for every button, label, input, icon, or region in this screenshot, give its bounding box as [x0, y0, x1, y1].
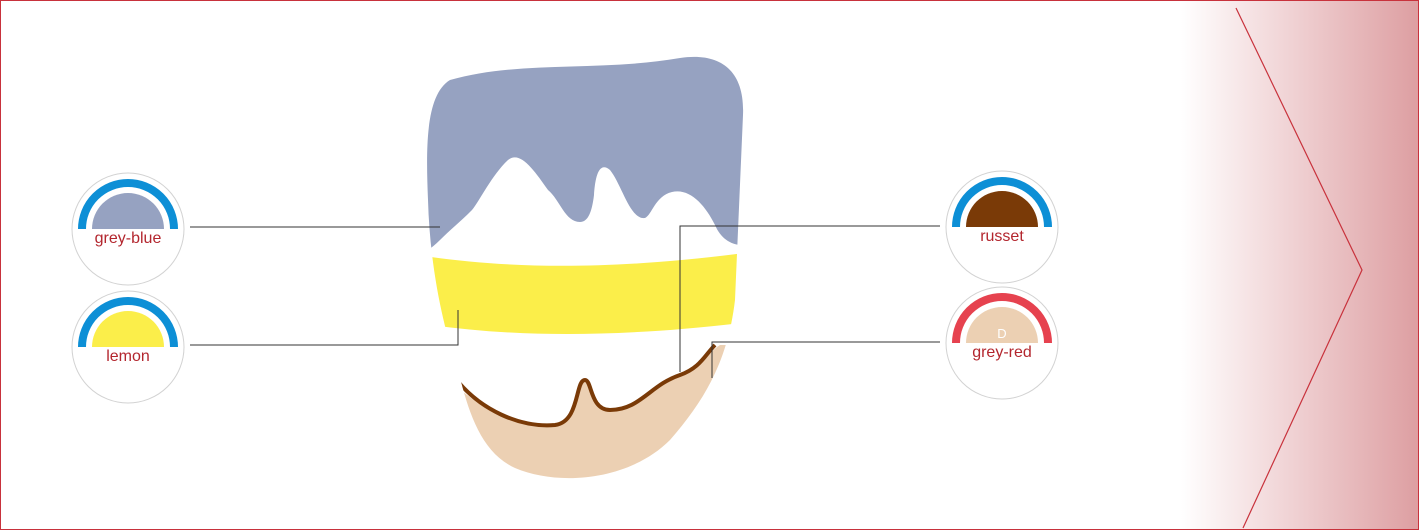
swatch-grey-red: D grey-red	[940, 281, 1064, 405]
swatch-russet-icon	[940, 165, 1064, 289]
swatch-lemon-icon	[66, 285, 190, 409]
leader-line-grey-red	[712, 342, 940, 378]
swatch-label: grey-red	[940, 344, 1064, 362]
swatch-russet: russet	[940, 165, 1064, 289]
swatch-label: grey-blue	[66, 230, 190, 248]
swatch-grey-red-icon	[940, 281, 1064, 405]
chevron-right-icon[interactable]	[1236, 8, 1362, 528]
tooth-crown	[400, 40, 780, 520]
leader-line-lemon	[190, 310, 458, 345]
swatch-grey-blue-icon	[66, 167, 190, 291]
swatch-letter: D	[940, 326, 1064, 341]
swatch-grey-blue: grey-blue	[66, 167, 190, 291]
swatch-label: lemon	[66, 348, 190, 366]
swatch-lemon: lemon	[66, 285, 190, 409]
swatch-label: russet	[940, 228, 1064, 246]
